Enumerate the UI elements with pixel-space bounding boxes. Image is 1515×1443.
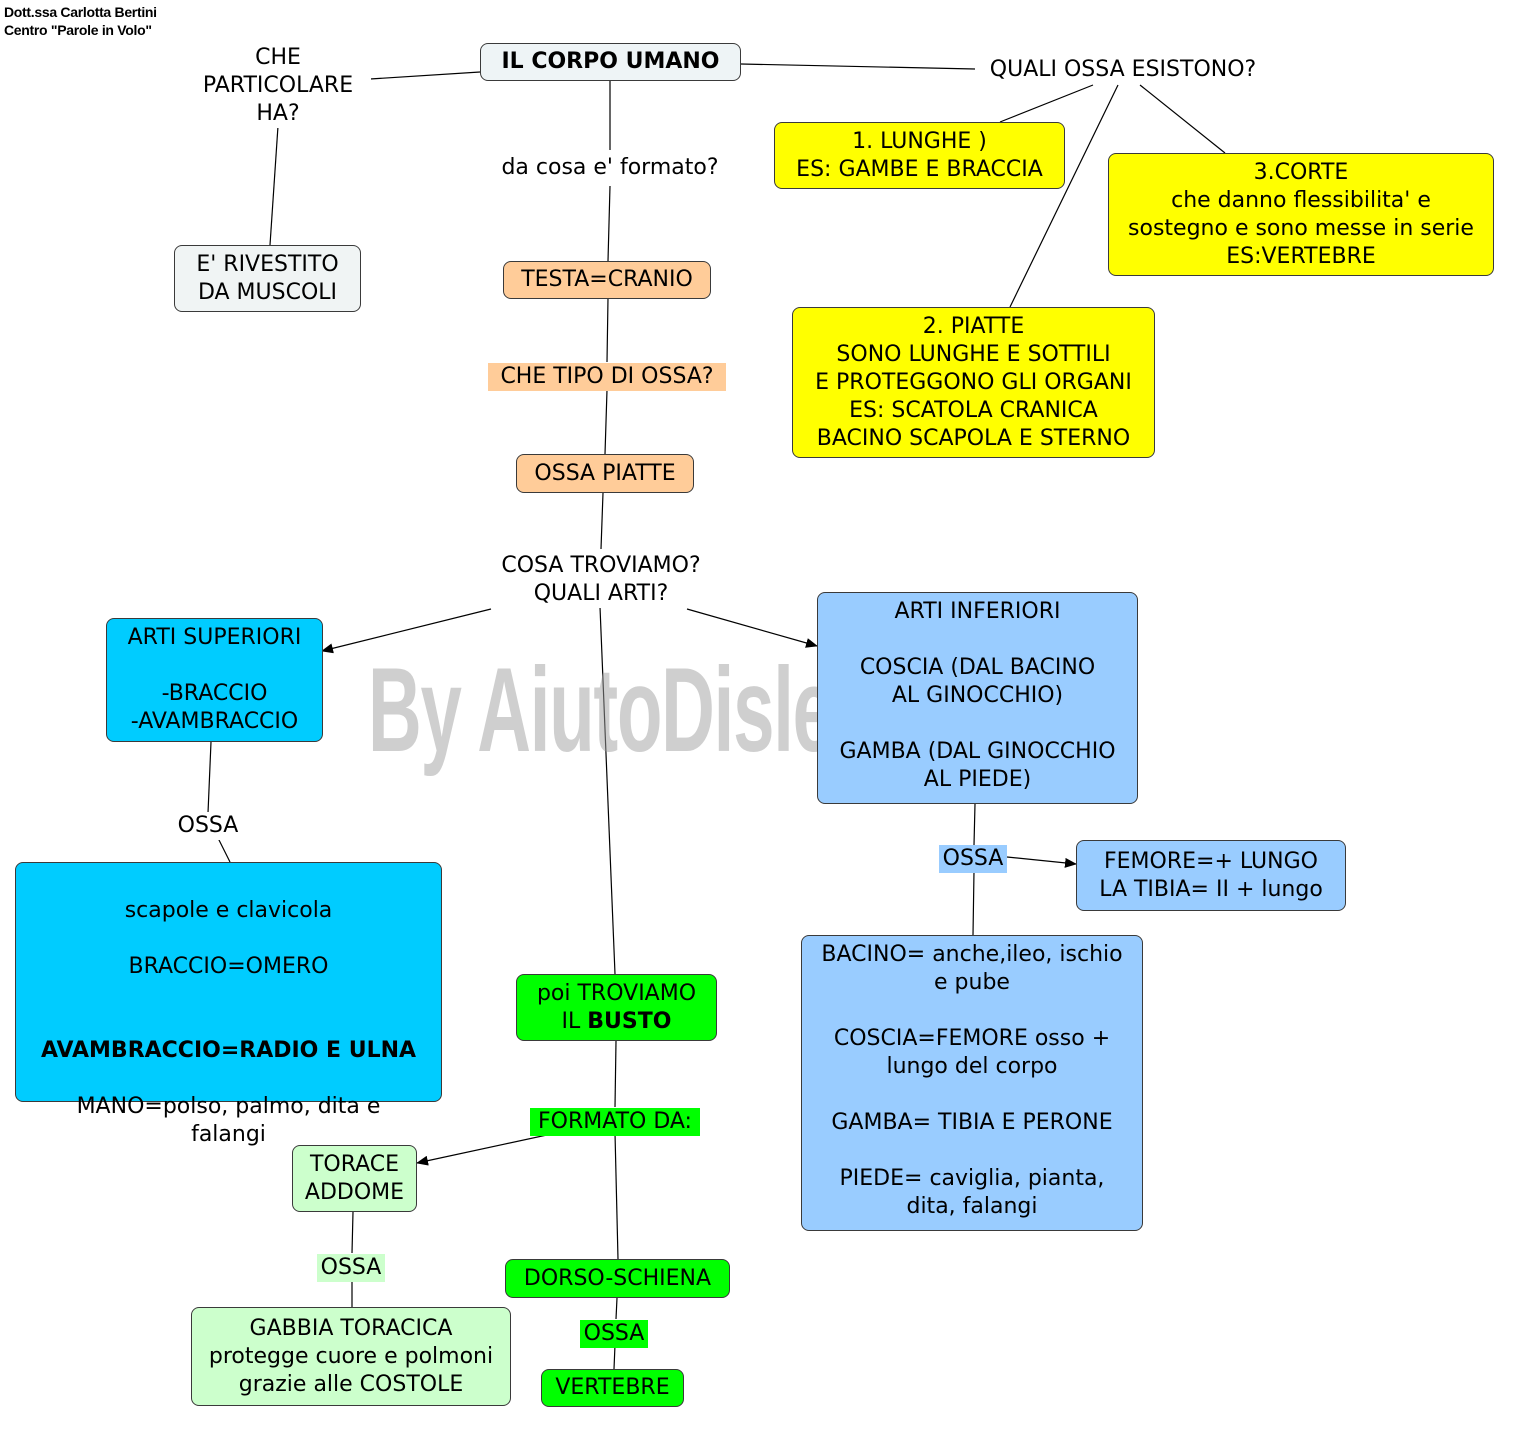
author-center: Centro "Parole in Volo" xyxy=(4,22,152,38)
link-ossa-scapole xyxy=(217,837,231,863)
link-cosatroviamo-inferiori xyxy=(686,608,818,648)
label-ossa-superiori: OSSA xyxy=(172,812,244,840)
piatte-text: 2. PIATTE SONO LUNGHE E SOTTILI E PROTEG… xyxy=(815,313,1132,451)
rivestito-text: E' RIVESTITO DA MUSCOLI xyxy=(196,251,339,305)
gabbia-text: GABBIA TORACICA protegge cuore e polmoni… xyxy=(208,1315,494,1397)
torace-text: TORACE ADDOME xyxy=(304,1151,405,1205)
arti-superiori-text: ARTI SUPERIORI -BRACCIO -AVAMBRACCIO xyxy=(127,625,302,734)
testa-text: TESTA=CRANIO xyxy=(521,267,693,292)
link-quali-lunghe xyxy=(999,84,1094,123)
link-ossa-femore xyxy=(1006,856,1077,868)
link-root-particolare xyxy=(369,71,481,80)
root-title: IL CORPO UMANO xyxy=(501,49,720,74)
vertebre-text: VERTEBRE xyxy=(555,1375,670,1400)
link-ossa-vertebre xyxy=(613,1344,616,1370)
link-formato-dorso xyxy=(614,1132,619,1260)
label-quali-ossa-esistono: QUALI OSSA ESISTONO? xyxy=(975,56,1271,84)
busto-text: poi TROVIAMO IL xyxy=(536,980,697,1034)
lunghe-text: 1. LUNGHE ) ES: GAMBE E BRACCIA xyxy=(796,128,1043,182)
node-ossa-lunghe: 1. LUNGHE ) ES: GAMBE E BRACCIA xyxy=(774,122,1065,189)
node-torace-addome: TORACE ADDOME xyxy=(292,1145,417,1212)
node-dorso-schiena: DORSO-SCHIENA xyxy=(505,1259,730,1298)
link-cosatroviamo-superiori xyxy=(321,608,492,654)
link-torace-ossa xyxy=(351,1211,354,1254)
label-formato-da: FORMATO DA: xyxy=(530,1108,700,1136)
link-chetipo-ossapiatte xyxy=(604,389,608,455)
link-superiori-ossa xyxy=(207,741,212,814)
label-da-cosa-formato: da cosa e' formato? xyxy=(490,154,730,182)
link-dacosa-testa xyxy=(607,185,611,262)
scapole-text-2: MANO=polso, palmo, dita e falangi xyxy=(76,1094,381,1147)
link-ossa-bacino xyxy=(972,870,975,936)
node-arti-inferiori: ARTI INFERIORI COSCIA (DAL BACINO AL GIN… xyxy=(817,592,1138,804)
node-arti-superiori: ARTI SUPERIORI -BRACCIO -AVAMBRACCIO xyxy=(106,618,323,742)
busto-bold-text: BUSTO xyxy=(587,1008,672,1034)
label-che-particolare: CHE PARTICOLARE HA? xyxy=(185,44,371,128)
node-il-corpo-umano: IL CORPO UMANO xyxy=(480,43,741,81)
link-ossapiatte-cosatroviamo xyxy=(600,492,604,550)
link-quali-piatte xyxy=(1009,84,1119,308)
link-testa-chetipo xyxy=(606,297,609,363)
node-busto: poi TROVIAMO IL BUSTO xyxy=(516,974,717,1041)
dorso-text: DORSO-SCHIENA xyxy=(523,1265,712,1291)
label-che-tipo-di-ossa: CHE TIPO DI OSSA? xyxy=(488,363,726,391)
link-quali-corte xyxy=(1139,84,1226,154)
node-femore-tibia: FEMORE=+ LUNGO LA TIBIA= II + lungo xyxy=(1076,840,1346,911)
label-ossa-inferiori: OSSA xyxy=(939,845,1007,873)
femore-text: FEMORE=+ LUNGO LA TIBIA= II + lungo xyxy=(1099,848,1323,902)
ossa-piatte-text: OSSA PIATTE xyxy=(534,460,676,486)
node-testa-cranio: TESTA=CRANIO xyxy=(503,261,711,299)
link-inferiori-ossa xyxy=(973,803,976,846)
arti-inferiori-text: ARTI INFERIORI COSCIA (DAL BACINO AL GIN… xyxy=(839,599,1116,792)
node-rivestito-muscoli: E' RIVESTITO DA MUSCOLI xyxy=(174,245,361,312)
author-credit: Dott.ssa Carlotta Bertini Centro "Parole… xyxy=(4,3,157,39)
link-dorso-ossa xyxy=(615,1297,618,1320)
node-vertebre: VERTEBRE xyxy=(541,1369,684,1407)
node-ossa-piatte-esempi: 2. PIATTE SONO LUNGHE E SOTTILI E PROTEG… xyxy=(792,307,1155,458)
bacino-text: BACINO= anche,ileo, ischio e pube COSCIA… xyxy=(821,942,1123,1219)
link-particolare-rivestito xyxy=(269,125,279,246)
label-ossa-dorso: OSSA xyxy=(580,1320,648,1348)
link-root-quali-ossa xyxy=(740,63,976,70)
corte-text: 3.CORTE che danno flessibilita' e sosteg… xyxy=(1128,159,1474,269)
author-name: Dott.ssa Carlotta Bertini xyxy=(4,4,157,20)
label-cosa-troviamo: COSA TROVIAMO? QUALI ARTI? xyxy=(486,552,716,608)
node-scapole-clavicola: scapole e clavicola BRACCIO=OMERO AVAMBR… xyxy=(15,862,442,1147)
avambraccio-bold-text: AVAMBRACCIO=RADIO E ULNA xyxy=(40,1038,417,1063)
node-ossa-corte: 3.CORTE che danno flessibilita' e sosteg… xyxy=(1108,153,1494,276)
node-gabbia-toracica: GABBIA TORACICA protegge cuore e polmoni… xyxy=(191,1307,511,1406)
node-ossa-piatte: OSSA PIATTE xyxy=(516,454,694,493)
link-cosatroviamo-busto xyxy=(599,606,616,975)
node-bacino-ossa: BACINO= anche,ileo, ischio e pube COSCIA… xyxy=(801,935,1143,1231)
link-busto-formato xyxy=(614,1040,617,1108)
label-ossa-torace: OSSA xyxy=(317,1254,385,1282)
scapole-text-1: scapole e clavicola BRACCIO=OMERO xyxy=(124,898,333,979)
